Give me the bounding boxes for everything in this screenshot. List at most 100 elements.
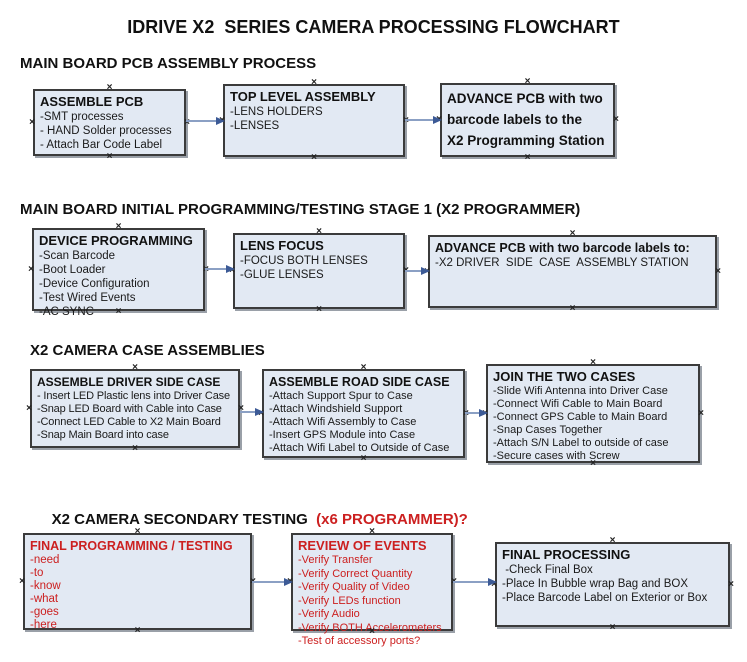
flow-box-lens-focus[interactable]: ×××× LENS FOCUS -FOCUS BOTH LENSES -GLUE…: [229, 227, 409, 315]
flow-box-assemble-road-side-case[interactable]: ×××× ASSEMBLE ROAD SIDE CASE -Attach Sup…: [258, 363, 469, 464]
connection-handle-icon: ×: [590, 357, 596, 368]
box-item: -Check Final Box: [502, 564, 593, 576]
connection-handle-icon: ×: [311, 152, 317, 163]
box-item: -Slide Wifi Antenna into Driver Case: [493, 385, 668, 397]
box-item: -SMT processes: [40, 111, 124, 123]
box-item: -Attach Windshield Support: [269, 403, 403, 415]
connection-handle-icon: ×: [613, 114, 619, 125]
flow-box-advance-pcb-driver-side-station[interactable]: ×××× ADVANCE PCB with two barcode labels…: [424, 229, 721, 314]
flow-box-top-level-assembly[interactable]: ×××× TOP LEVEL ASSEMBLY -LENS HOLDERS -L…: [219, 78, 409, 163]
section-heading-pcb-assembly: MAIN BOARD PCB ASSEMBLY PROCESS: [20, 55, 317, 72]
flow-box-assemble-pcb[interactable]: ×××× ASSEMBLE PCB -SMT processes - HAND …: [29, 83, 190, 162]
box-item: -X2 DRIVER SIDE CASE ASSEMBLY STATION: [435, 257, 689, 269]
connection-handle-icon: ×: [728, 578, 734, 590]
box-item: -LENSES: [230, 120, 280, 132]
box-title: TOP LEVEL ASSEMBLY: [230, 89, 376, 104]
box-item: -Connect LED Cable to X2 Main Board: [37, 416, 221, 428]
connection-handle-icon: ×: [316, 226, 322, 237]
arrow-head-icon: [421, 267, 430, 275]
box-item: -Snap Main Board into case: [37, 429, 169, 441]
box-title: JOIN THE TWO CASES: [493, 369, 636, 384]
box-title: ADVANCE PCB with two barcode labels to:: [435, 241, 690, 255]
box-item: -Connect GPS Cable to Main Board: [493, 411, 668, 423]
box-item: -Verify Quality of Video: [298, 581, 410, 593]
box-item: -Place Barcode Label on Exterior or Box: [502, 592, 708, 604]
box-item: -need: [30, 554, 60, 566]
connection-handle-icon: ×: [26, 402, 32, 414]
connection-handle-icon: ×: [29, 116, 35, 128]
connection-handle-icon: ×: [132, 443, 138, 454]
connection-handle-icon: ×: [524, 152, 531, 163]
box-title: FINAL PROGRAMMING / TESTING: [30, 539, 233, 553]
box-item: -know: [30, 580, 61, 592]
box-title: LENS FOCUS: [240, 238, 324, 253]
box-item: -Verify Audio: [298, 608, 360, 620]
flow-box-advance-pcb-programming-station[interactable]: ×××× ADVANCE PCB with two barcode labels…: [436, 77, 619, 163]
box-item: -Verify Transfer: [298, 554, 373, 566]
connection-handle-icon: ×: [609, 535, 616, 546]
arrow-head-icon: [284, 578, 293, 586]
connection-handle-icon: ×: [106, 82, 113, 93]
connection-handle-icon: ×: [311, 77, 317, 88]
connection-handle-icon: ×: [19, 575, 25, 587]
box-title: ASSEMBLE DRIVER SIDE CASE: [37, 375, 221, 389]
box-item: -what: [30, 593, 59, 605]
connection-handle-icon: ×: [132, 362, 138, 373]
section-heading-case-assemblies: X2 CAMERA CASE ASSEMBLIES: [30, 342, 265, 359]
connection-handle-icon: ×: [360, 453, 367, 464]
arrow-line: [186, 120, 223, 122]
flow-box-final-processing[interactable]: ×××× FINAL PROCESSING -Check Final Box -…: [491, 536, 734, 633]
box-item: -Snap Cases Together: [493, 424, 603, 436]
flow-box-device-programming[interactable]: ×××× DEVICE PROGRAMMING -Scan Barcode -B…: [28, 222, 209, 319]
box-item: - Attach Bar Code Label: [40, 139, 163, 151]
arrow-line: [453, 581, 495, 583]
box-item: -Attach Wifi Label to Outside of Case: [269, 442, 450, 454]
box-title: ASSEMBLE ROAD SIDE CASE: [269, 375, 450, 389]
connection-handle-icon: ×: [115, 221, 122, 232]
flow-box-review-of-events[interactable]: ×××× REVIEW OF EVENTS -Verify Transfer -…: [287, 527, 457, 648]
box-item: -Connect Wifi Cable to Main Board: [493, 398, 663, 410]
connection-handle-icon: ×: [524, 76, 531, 87]
connection-handle-icon: ×: [569, 228, 576, 239]
box-item: -Place In Bubble wrap Bag and BOX: [502, 578, 689, 590]
connection-handle-icon: ×: [569, 303, 576, 314]
box-item: - Insert LED Plastic lens into Driver Ca…: [37, 390, 230, 402]
box-item: -GLUE LENSES: [240, 269, 324, 281]
box-item: -to: [30, 567, 44, 579]
arrow-line: [252, 581, 291, 583]
section-heading-secondary-testing: X2 CAMERA SECONDARY TESTING (x6 PROGRAMM…: [35, 494, 468, 545]
box-item: -goes: [30, 606, 59, 618]
flow-box-final-programming-testing[interactable]: ×××× FINAL PROGRAMMING / TESTING -need -…: [19, 527, 256, 636]
box-title: DEVICE PROGRAMMING: [39, 233, 193, 248]
box-item: -Test Wired Events: [39, 292, 136, 304]
box-item: -Secure cases with Screw: [493, 450, 620, 462]
arrow-head-icon: [488, 578, 497, 586]
box-item: -FOCUS BOTH LENSES: [240, 255, 368, 267]
box-title: ADVANCE PCB with two barcode labels to t…: [447, 91, 605, 148]
box-item: -Attach Wifi Assembly to Case: [269, 416, 417, 428]
box-item: -Verify Correct Quantity: [298, 567, 413, 580]
box-title: REVIEW OF EVENTS: [298, 538, 427, 553]
arrow-line: [405, 119, 440, 121]
section-heading-text: X2 CAMERA SECONDARY TESTING: [51, 511, 317, 528]
arrow-head-icon: [255, 408, 264, 416]
arrow-head-icon: [479, 409, 488, 417]
arrow-line: [465, 412, 486, 414]
box-item: -LENS HOLDERS: [230, 106, 323, 118]
connection-handle-icon: ×: [609, 622, 616, 633]
box-title: FINAL PROCESSING: [502, 547, 631, 562]
box-item: -Test of accessory ports?: [298, 635, 421, 647]
box-title: ASSEMBLE PCB: [40, 94, 144, 109]
arrow-line: [240, 411, 262, 413]
connection-handle-icon: ×: [106, 151, 113, 162]
box-item: -here: [30, 619, 57, 631]
arrow-head-icon: [216, 117, 225, 125]
box-item: -Scan Barcode: [39, 250, 116, 262]
arrow-line: [405, 270, 428, 272]
box-item: -Boot Loader: [39, 264, 106, 276]
flow-box-assemble-driver-side-case[interactable]: ×××× ASSEMBLE DRIVER SIDE CASE - Insert …: [26, 363, 244, 454]
arrow-head-icon: [433, 116, 442, 124]
box-item: -Snap LED Board with Cable into Case: [37, 403, 222, 415]
flow-box-join-the-two-cases[interactable]: ×××× JOIN THE TWO CASES -Slide Wifi Ante…: [482, 358, 704, 469]
